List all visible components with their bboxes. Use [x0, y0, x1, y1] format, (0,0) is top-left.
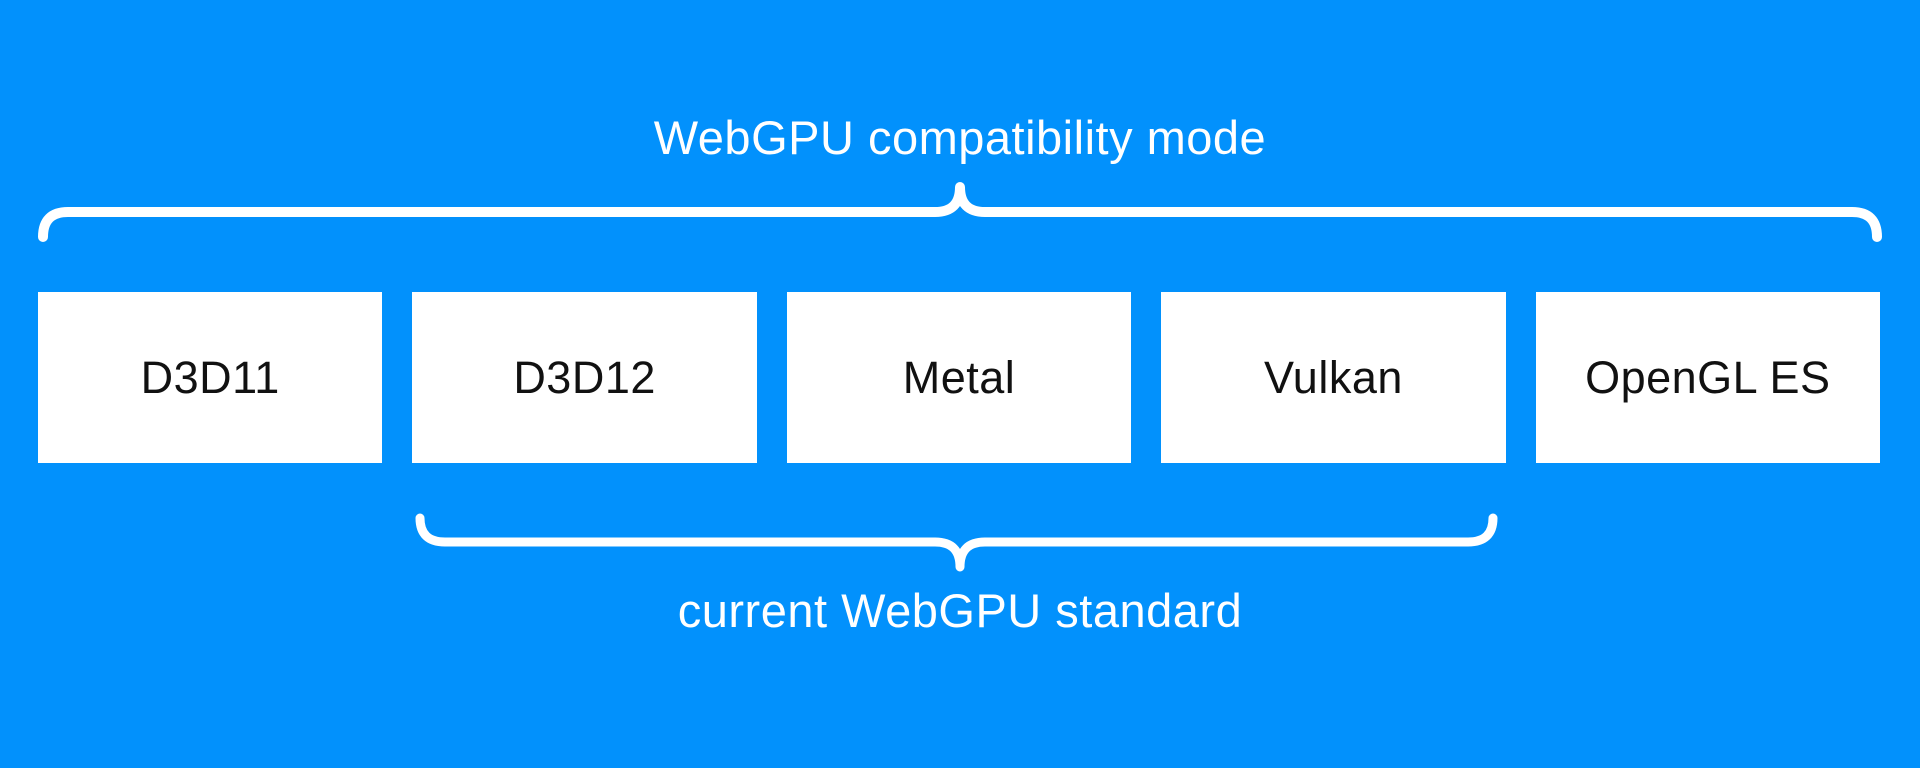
api-box-d3d11: D3D11	[38, 292, 383, 463]
top-group-label: WebGPU compatibility mode	[653, 111, 1267, 164]
api-box-opengl-es: OpenGL ES	[1535, 292, 1881, 463]
api-boxes-row: D3D11 D3D12 Metal Vulkan OpenGL ES	[38, 292, 1881, 463]
api-box-metal: Metal	[786, 292, 1132, 463]
bottom-group-label: current WebGPU standard	[677, 584, 1243, 637]
api-box-label: OpenGL ES	[1585, 351, 1831, 403]
api-box-label: Metal	[902, 351, 1016, 403]
top-brace	[38, 182, 1882, 242]
api-box-d3d12: D3D12	[412, 292, 757, 463]
api-box-label: Vulkan	[1263, 351, 1403, 403]
api-box-label: D3D12	[513, 351, 656, 403]
api-box-label: D3D11	[140, 351, 280, 403]
api-box-vulkan: Vulkan	[1161, 292, 1506, 463]
bottom-brace	[415, 513, 1498, 572]
